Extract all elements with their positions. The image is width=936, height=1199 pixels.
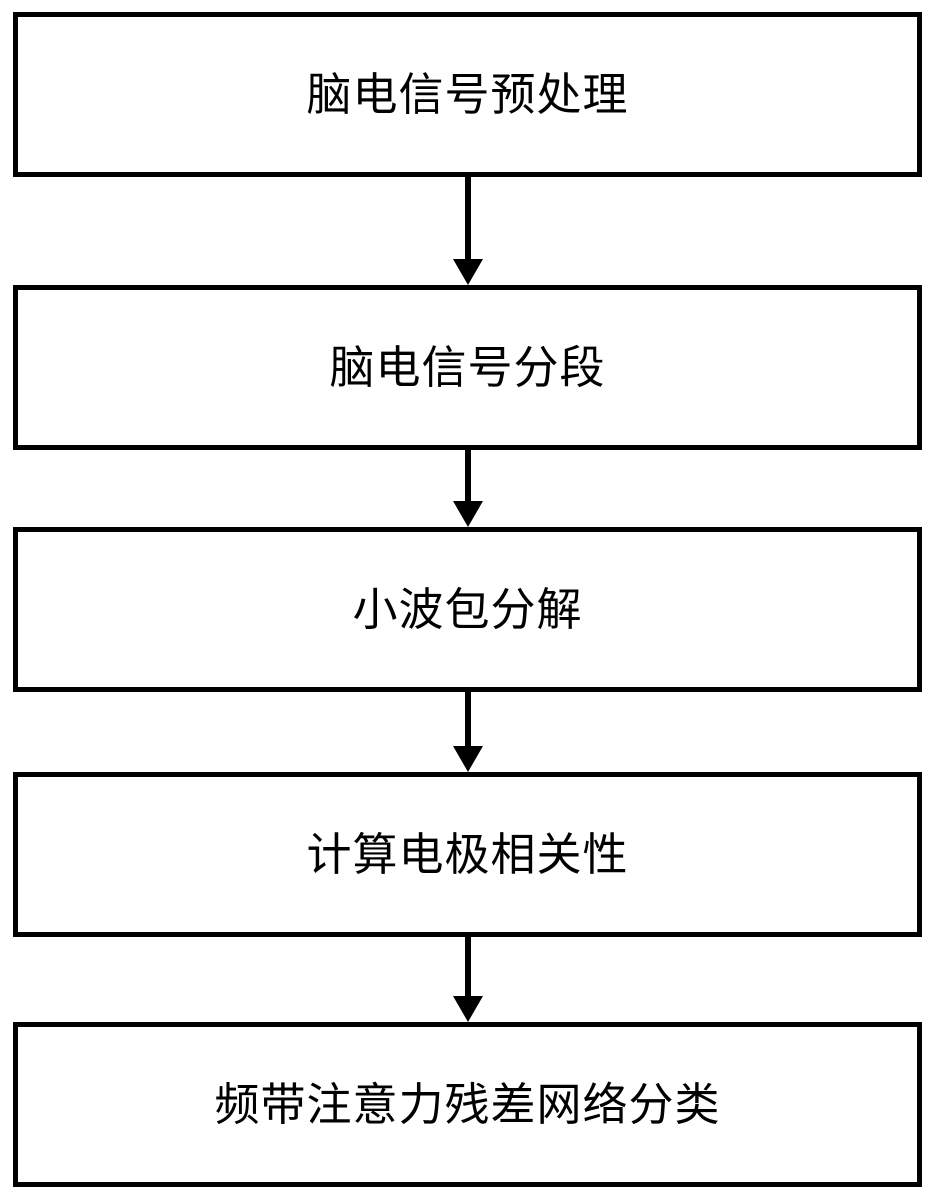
flow-node-wavelet-packet-decomposition: 小波包分解 (13, 527, 922, 692)
down-arrow-1 (0, 177, 936, 285)
flow-node-electrode-correlation: 计算电极相关性 (13, 772, 922, 937)
arrow-head-icon (453, 996, 483, 1022)
arrow-head-icon (453, 746, 483, 772)
arrow-stem (465, 450, 471, 502)
flow-node-label: 脑电信号预处理 (306, 69, 629, 120)
down-arrow-4 (0, 937, 936, 1022)
flow-node-label: 计算电极相关性 (306, 829, 629, 880)
flow-node-eeg-preprocessing: 脑电信号预处理 (13, 12, 922, 177)
arrow-head-icon (453, 259, 483, 285)
flow-node-band-attention-resnet-classification: 频带注意力残差网络分类 (13, 1022, 922, 1187)
down-arrow-2 (0, 450, 936, 527)
down-arrow-3 (0, 692, 936, 772)
flow-node-label: 频带注意力残差网络分类 (214, 1079, 721, 1130)
flow-node-eeg-segmentation: 脑电信号分段 (13, 285, 922, 450)
flow-node-label: 脑电信号分段 (329, 342, 606, 393)
flow-node-label: 小波包分解 (352, 584, 583, 635)
arrow-stem (465, 177, 471, 260)
arrow-stem (465, 692, 471, 747)
arrow-stem (465, 937, 471, 997)
arrow-head-icon (453, 501, 483, 527)
